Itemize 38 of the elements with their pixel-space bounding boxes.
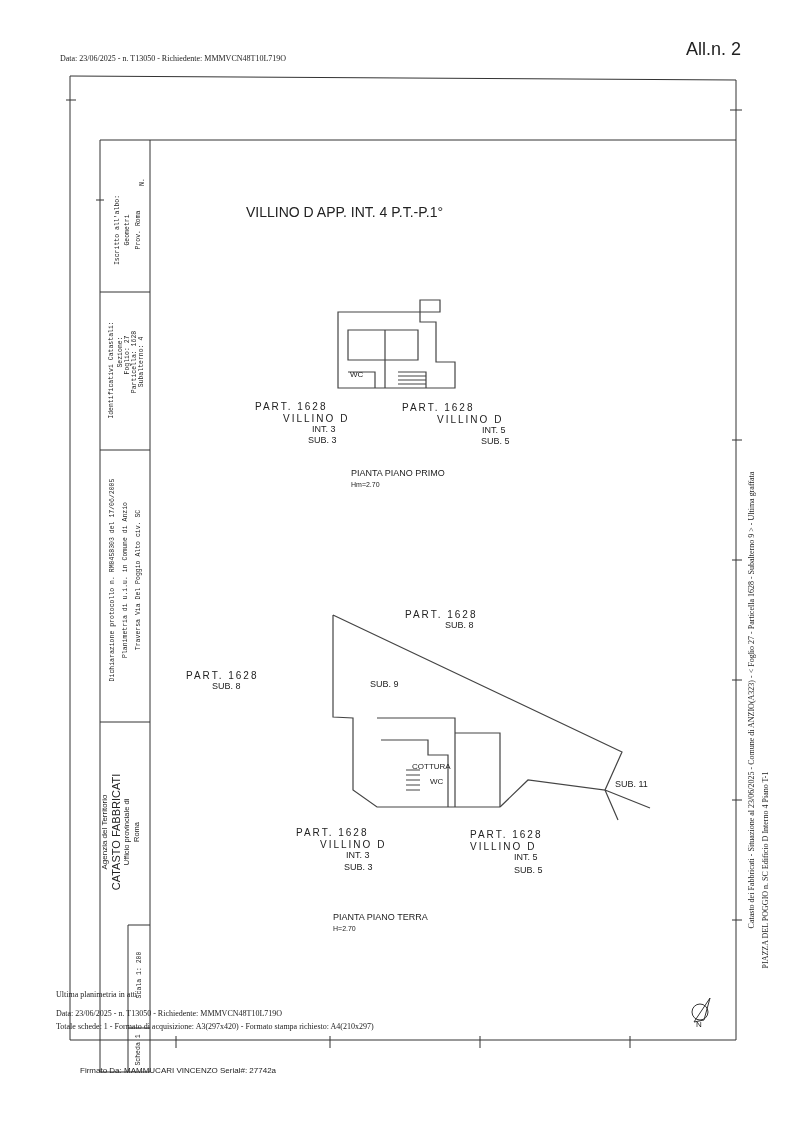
parcel-label: SUB. 5 <box>481 437 510 447</box>
parcel-label: SUB. 5 <box>514 866 543 876</box>
office-name: Agenzia del Territorio <box>100 794 110 870</box>
parcel-label: SUB. 11 <box>615 780 648 790</box>
north-label: N <box>696 1021 702 1030</box>
parcel-label: PART. 1628 <box>186 670 259 681</box>
parcel-label: VILLINO D <box>283 413 350 424</box>
plan-title: PIANTA PIANO TERRA <box>333 913 428 923</box>
parcel-label: INT. 3 <box>346 851 370 861</box>
room-label: WC <box>350 371 364 380</box>
parcel-label: SUB. 9 <box>370 680 399 690</box>
parcel-label: VILLINO D <box>320 839 387 850</box>
parcel-label: INT. 5 <box>482 426 506 436</box>
parcel-label: INT. 5 <box>514 853 538 863</box>
parcel-label: SUB. 8 <box>445 621 474 631</box>
parcel-label: PART. 1628 <box>470 829 543 840</box>
parcel-label: PART. 1628 <box>402 402 475 413</box>
parcel-label: VILLINO D <box>437 414 504 425</box>
room-label: WC <box>430 778 444 787</box>
footer-text: Data: 23/06/2025 - n. T13050 - Richiedente: MMMVCN48T10L719O <box>56 1010 283 1019</box>
parcel-label: INT. 3 <box>312 425 336 435</box>
sheet-number: All.n. 2 <box>686 40 742 60</box>
footer-text: Totale schede: 1 - Formato di acquisizione: A3(297x420) - Formato stampa richiesto: A4(210x297) <box>56 1023 374 1032</box>
header-text: Data: 23/06/2025 - n. T13050 - Richiedente: MMMVCN48T10L719O <box>60 55 287 64</box>
parcel-label: SUB. 3 <box>344 863 373 873</box>
margin-text: Catasto dei Fabbricati - Situazione al 23/06/2025 - Comune di ANZIO(A323) - < Foglio 27 - Particella 1628 - Subalterno 9 > - Ultima graffata <box>747 471 757 929</box>
parcel-label: SUB. 8 <box>212 682 241 692</box>
parcel-label: PART. 1628 <box>255 401 328 412</box>
parcel-label: SUB. 3 <box>308 436 337 446</box>
parcel-label: VILLINO D <box>470 841 537 852</box>
office-name: CATASTO FABBRICATI <box>109 773 123 891</box>
margin-text: PIAZZA DEL POGGIO n. SC Edificio D Interno 4 Piano T-1 <box>761 771 771 969</box>
plan-title: PIANTA PIANO PRIMO <box>351 469 445 479</box>
plan-heading: VILLINO D APP. INT. 4 P.T.-P.1° <box>246 205 444 221</box>
signature-text: Firmato Da: MAMMUCARI VINCENZO Serial#: 27742a <box>80 1067 277 1076</box>
room-label: COTTURA <box>412 763 451 772</box>
parcel-label: PART. 1628 <box>405 609 478 620</box>
parcel-label: PART. 1628 <box>296 827 369 838</box>
